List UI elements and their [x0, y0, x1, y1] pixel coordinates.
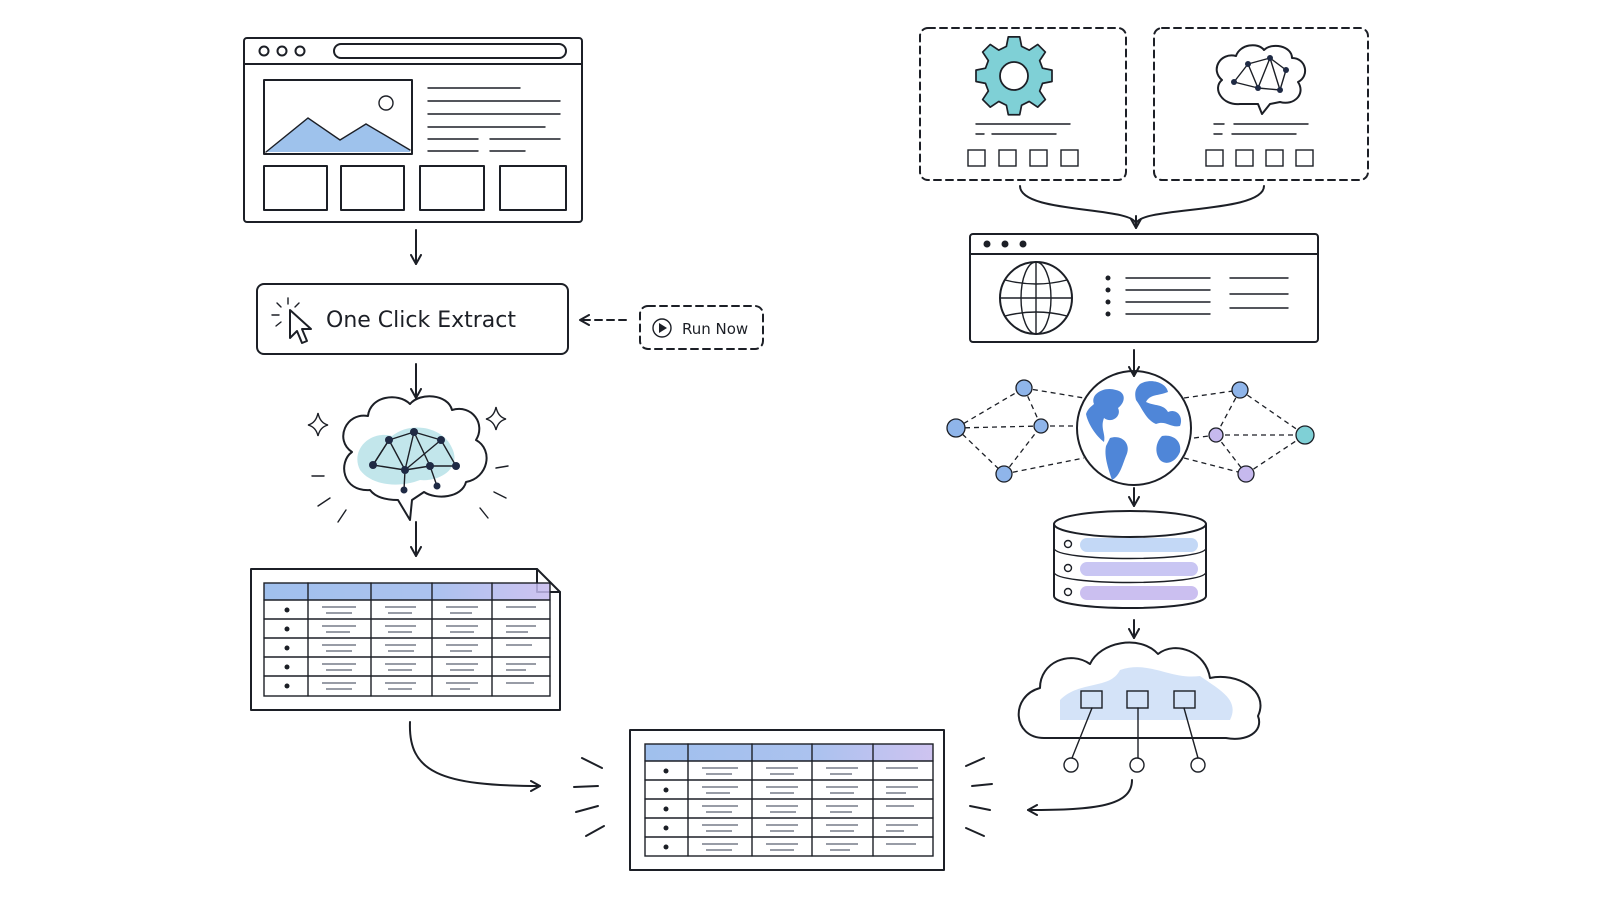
merge-connector [1019, 185, 1137, 225]
ai-config-card [1153, 27, 1369, 181]
sparkle-icon [307, 406, 507, 437]
extracted-table-icon [250, 568, 561, 711]
cursor-click-icon [271, 297, 312, 344]
run-now-label: Run Now [682, 320, 748, 338]
automation-config-card [919, 27, 1127, 181]
text-lines [427, 87, 561, 152]
gear-icon [975, 35, 1053, 116]
play-icon [652, 318, 672, 338]
curved-arrow-left [1027, 779, 1133, 816]
webpage-mockup [243, 37, 583, 223]
card-placeholders [263, 165, 567, 211]
network-links [955, 387, 1306, 475]
database-icon [1053, 510, 1207, 609]
address-bar [333, 43, 567, 59]
extract-button-label: One Click Extract [326, 308, 516, 333]
brain-network-icon [342, 395, 488, 521]
one-click-extract-button[interactable]: One Click Extract [256, 283, 569, 355]
brain-network-icon [1215, 44, 1307, 115]
earth-globe-icon [1076, 370, 1192, 486]
globe-icon [999, 261, 1073, 335]
network-node [946, 379, 1315, 483]
motion-lines [573, 757, 993, 837]
run-now-button[interactable]: Run Now [639, 305, 764, 350]
output-table-icon [629, 729, 945, 871]
window-dot-icon [294, 45, 306, 57]
window-dot-icon [258, 45, 270, 57]
motion-lines [311, 465, 509, 523]
window-dot-icon [276, 45, 288, 57]
merge-connector [1135, 185, 1265, 225]
browser-window [969, 233, 1319, 343]
cloud-icon [1017, 641, 1262, 773]
image-placeholder-icon [263, 79, 413, 155]
curved-arrow-right [408, 721, 541, 792]
